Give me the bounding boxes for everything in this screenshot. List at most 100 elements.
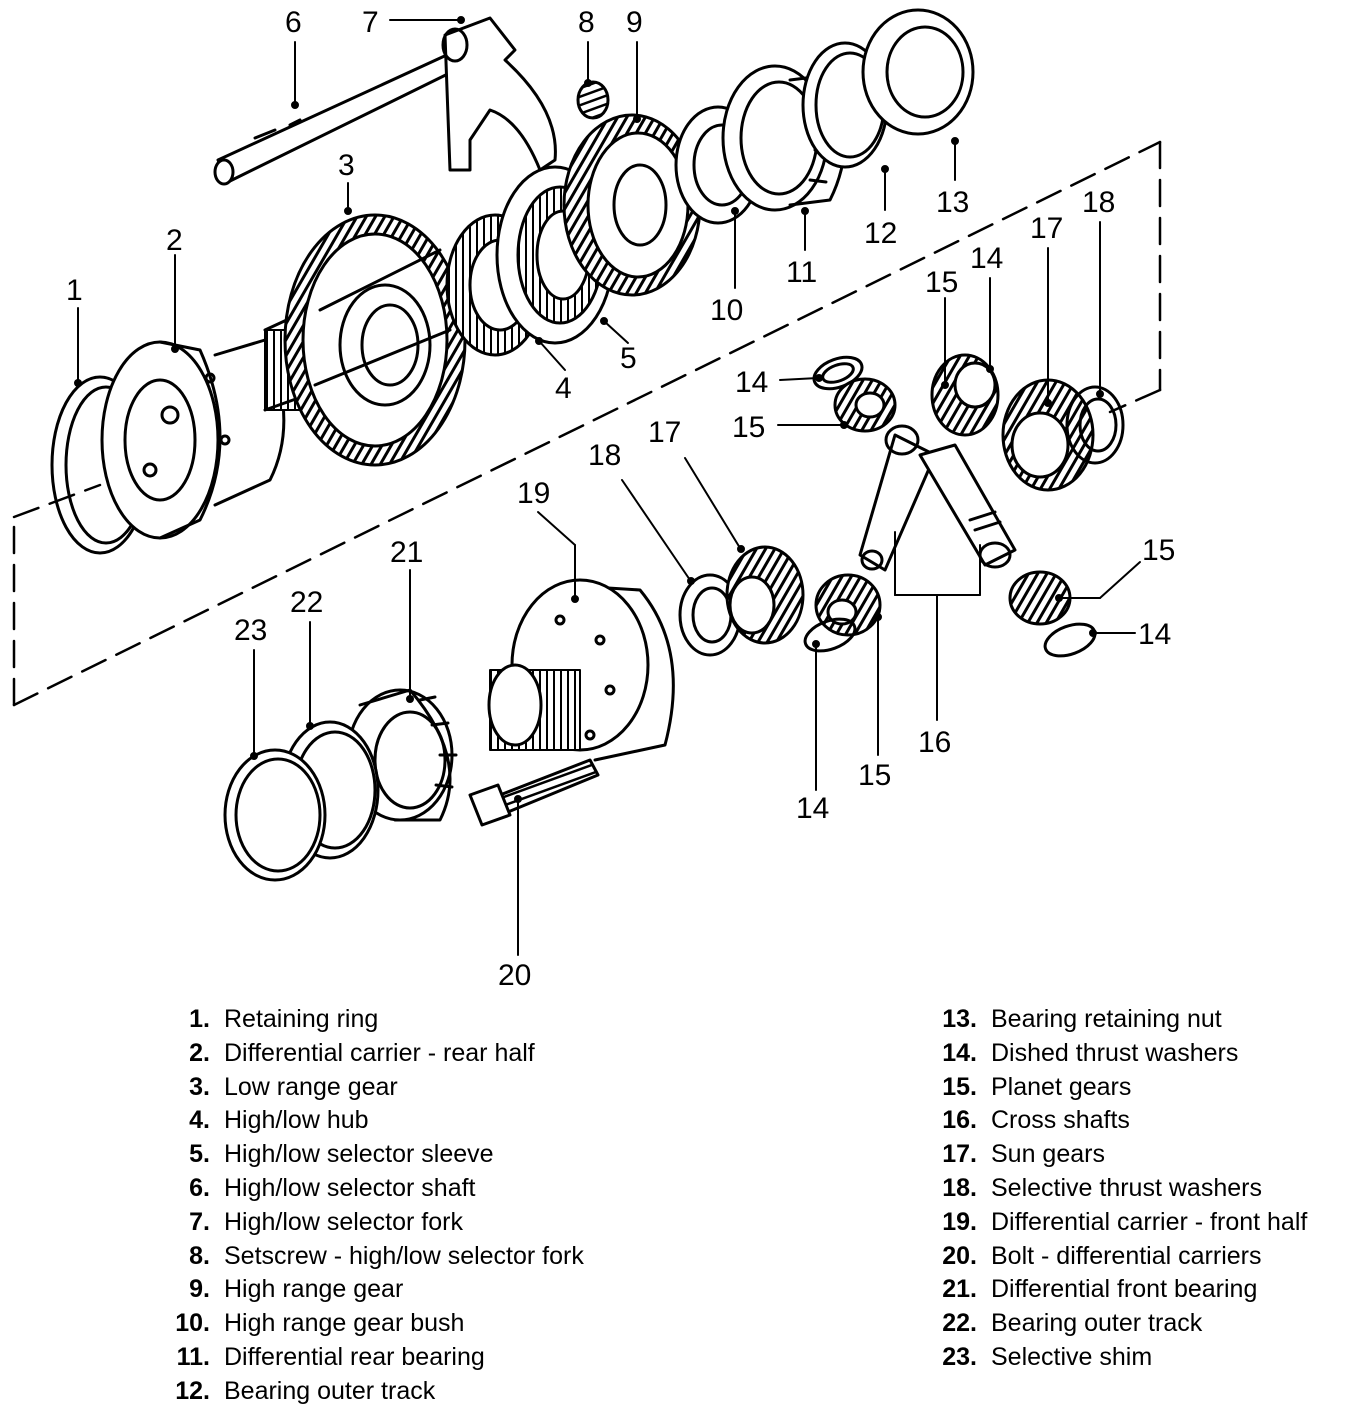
legend-item: 4.High/low hub (160, 1104, 584, 1138)
low-range-gear (263, 213, 467, 467)
legend-item: 19. Differential carrier - front half (935, 1206, 1307, 1240)
legend-number: 23. (942, 1342, 977, 1371)
legend-item: 17. Sun gears (935, 1138, 1307, 1172)
callout-20: 20 (498, 959, 531, 992)
legend-number: 6. (189, 1173, 210, 1202)
legend-label: Bearing outer track (224, 1376, 436, 1405)
callout-7: 7 (362, 6, 379, 39)
legend-number: 10. (175, 1309, 210, 1338)
legend-label: Retaining ring (224, 1005, 379, 1033)
legend-item: 7. High/low selector fork (160, 1206, 584, 1240)
legend-label: Sun gears (991, 1140, 1105, 1169)
callout-3: 3 (338, 149, 355, 182)
callout-labels: 1 2 3 4 5 6 7 8 9 10 11 12 13 14 15 15 1… (66, 6, 1175, 992)
legend-number: 14. (942, 1038, 977, 1067)
legend-number: 13. (942, 1005, 977, 1033)
legend-label: Cross shafts (991, 1106, 1130, 1135)
legend-label: High/low selector shaft (224, 1173, 476, 1202)
legend-label: Dished thrust washers (991, 1038, 1239, 1067)
callout-17-lower: 17 (648, 416, 681, 449)
legend-label: High/low hub (224, 1106, 369, 1135)
callout-21: 21 (390, 536, 423, 569)
callout-2: 2 (166, 224, 183, 257)
legend-item: 21. Differential front bearing (935, 1273, 1307, 1307)
callout-17-upper: 17 (1030, 212, 1063, 245)
callout-6: 6 (285, 6, 302, 39)
legend-number: 12. (175, 1376, 210, 1405)
leader-lines (74, 16, 1141, 956)
legend-label: High range gear bush (224, 1309, 465, 1338)
dished-thrust-washer (803, 617, 857, 653)
legend-item: 16.Cross shafts (935, 1104, 1307, 1138)
selective-thrust-washer (1065, 385, 1125, 465)
legend-number: 7. (189, 1207, 210, 1236)
legend-label: Planet gears (991, 1072, 1132, 1101)
legend-label: Bolt - differential carriers (991, 1241, 1262, 1270)
legend-number: 9. (189, 1275, 210, 1304)
callout-14-lower-right: 14 (1138, 618, 1171, 651)
callout-18-lower: 18 (588, 439, 621, 472)
planet-gear (930, 353, 1000, 437)
legend-number: 21. (942, 1275, 977, 1304)
bearing-retaining-nut (861, 8, 975, 136)
legend-label: Differential rear bearing (224, 1342, 485, 1371)
callout-14-lower-left: 14 (796, 792, 829, 825)
legend-number: 22. (942, 1309, 977, 1338)
legend-item: 18. Selective thrust washers (935, 1172, 1307, 1206)
callout-19: 19 (517, 477, 550, 510)
callout-1: 1 (66, 274, 83, 307)
legend-number: 15. (942, 1072, 977, 1101)
legend-label: High/low selector sleeve (224, 1140, 494, 1169)
legend-number: 11. (176, 1342, 210, 1371)
legend-label: Differential front bearing (991, 1275, 1258, 1304)
legend-label: Differential carrier - front half (991, 1207, 1308, 1236)
high-low-selector-shaft (213, 46, 470, 186)
cross-shafts (858, 424, 1017, 572)
legend-number: 5. (189, 1140, 210, 1169)
legend-item: 13. Bearing retaining nut (935, 1003, 1307, 1037)
legend-item: 1. Retaining ring (160, 1003, 584, 1037)
callout-16: 16 (918, 726, 951, 759)
legend-label: Bearing retaining nut (991, 1005, 1222, 1033)
legend-label: Bearing outer track (991, 1309, 1203, 1338)
legend-item: 2.Differential carrier - rear half (160, 1037, 584, 1071)
legend-number: 8. (189, 1241, 210, 1270)
legend-number: 19. (942, 1207, 977, 1236)
parts-legend-right: 13. Bearing retaining nut 14. Dished thrus… (935, 1003, 1307, 1375)
legend-number: 1. (189, 1005, 210, 1033)
differential-carrier-rear-half (100, 338, 286, 540)
parts-legend-left: 1. Retaining ring 2.Differential carrier … (160, 1003, 584, 1409)
legend-item: 5. High/low selector sleeve (160, 1138, 584, 1172)
legend-item: 9.High range gear (160, 1273, 584, 1307)
legend-label: Low range gear (224, 1072, 398, 1101)
legend-label: Setscrew - high/low selector fork (224, 1241, 584, 1270)
legend-item: 8. Setscrew - high/low selector fork (160, 1240, 584, 1274)
callout-8: 8 (578, 6, 595, 39)
dished-thrust-washer (1043, 622, 1097, 658)
legend-item: 10. High range gear bush (160, 1307, 584, 1341)
planet-gear (814, 573, 882, 637)
callout-15-upper-right: 15 (925, 266, 958, 299)
callout-5: 5 (620, 342, 637, 375)
high-low-selector-fork (441, 16, 557, 172)
setscrew (576, 80, 610, 120)
callout-12: 12 (864, 217, 897, 250)
callout-10: 10 (710, 294, 743, 327)
legend-number: 18. (942, 1173, 977, 1202)
legend-number: 17. (942, 1140, 977, 1169)
legend-label: High/low selector fork (224, 1207, 463, 1236)
callout-15-upper-left: 15 (732, 411, 765, 444)
legend-label: Selective shim (991, 1342, 1153, 1371)
legend-item: 15. Planet gears (935, 1071, 1307, 1105)
callout-23: 23 (234, 614, 267, 647)
legend-item: 11. Differential rear bearing (160, 1341, 584, 1375)
callout-9: 9 (626, 6, 643, 39)
legend-item: 14. Dished thrust washers (935, 1037, 1307, 1071)
differential-carrier-bolt (468, 758, 600, 827)
exploded-view-diagram: 1 2 3 4 5 6 7 8 9 10 11 12 13 14 15 15 1… (12, 6, 1175, 992)
legend-label: Selective thrust washers (991, 1173, 1262, 1202)
callout-15-lower-right: 15 (1142, 534, 1175, 567)
callout-22: 22 (290, 586, 323, 619)
selective-shim (223, 748, 327, 882)
legend-number: 20. (942, 1241, 977, 1270)
